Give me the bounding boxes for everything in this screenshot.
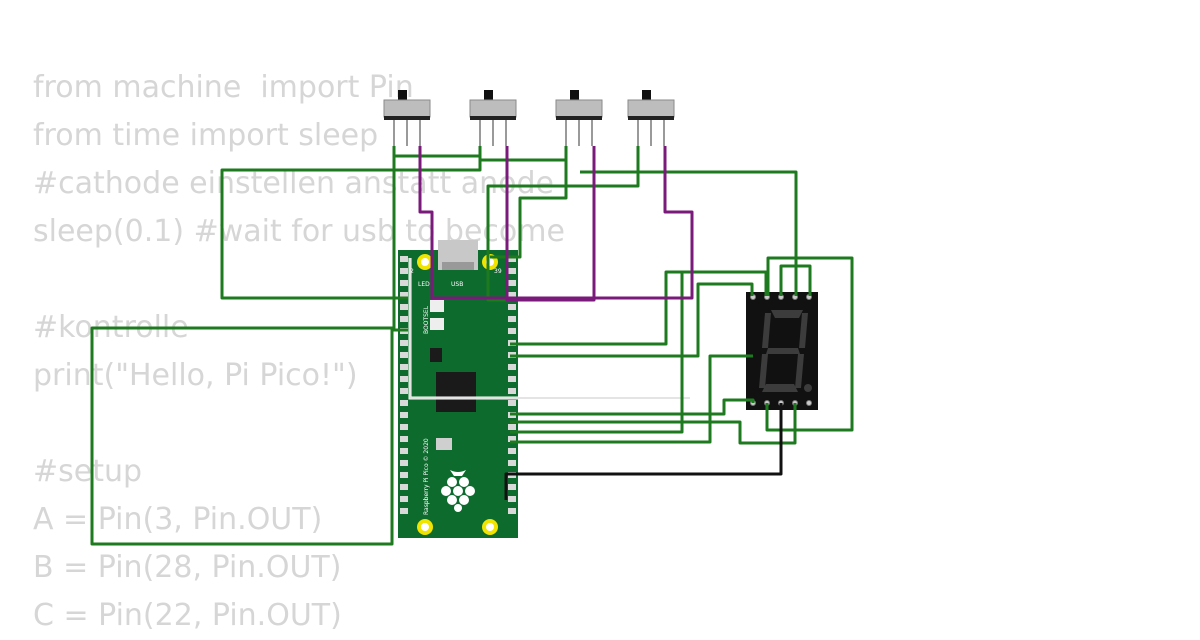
raspberry-logo-icon [441, 470, 475, 512]
code-line: #setup [33, 454, 143, 489]
rp2040-chip [436, 372, 476, 412]
ground-wire[interactable] [504, 403, 783, 500]
purple-wires[interactable] [418, 146, 694, 302]
slide-switch-4[interactable] [627, 90, 675, 146]
code-line: from time import sleep [33, 118, 379, 153]
slide-switch-2[interactable] [469, 90, 517, 146]
code-line: A = Pin(3, Pin.OUT) [33, 502, 323, 537]
led-label: LED [418, 281, 430, 288]
code-editor-text: from machine import Pin from time import … [33, 64, 565, 640]
usb-label: USB [451, 281, 463, 288]
code-line: C = Pin(22, Pin.OUT) [33, 598, 342, 633]
code-line: #cathode einstellen anstatt anode [33, 166, 555, 201]
regulator-chip [430, 348, 442, 362]
white-wire-outline [409, 258, 690, 399]
pin1-label: 2 [410, 268, 414, 275]
board-label: Raspberry Pi Pico © 2020 [423, 438, 430, 515]
slide-switch-1[interactable] [383, 90, 431, 146]
bootsel-label: BOOTSEL [423, 305, 430, 334]
flash-chip [436, 438, 452, 450]
slide-switch-3[interactable] [555, 90, 603, 146]
seven-segment-display[interactable] [746, 292, 818, 410]
pi-pico-board[interactable]: LED USB 2 39 BOOTSEL Raspberry Pi Pico ©… [398, 240, 518, 538]
display-segments [759, 310, 812, 392]
pin39-label: 39 [494, 268, 502, 275]
code-line: B = Pin(28, Pin.OUT) [33, 550, 342, 585]
code-line: sleep(0.1) #wait for usb to become [33, 214, 565, 249]
bootsel-button[interactable] [430, 300, 444, 312]
green-wires[interactable] [90, 146, 854, 546]
code-line: from machine import Pin [33, 70, 414, 105]
code-line: print("Hello, Pi Pico!") [33, 358, 358, 393]
